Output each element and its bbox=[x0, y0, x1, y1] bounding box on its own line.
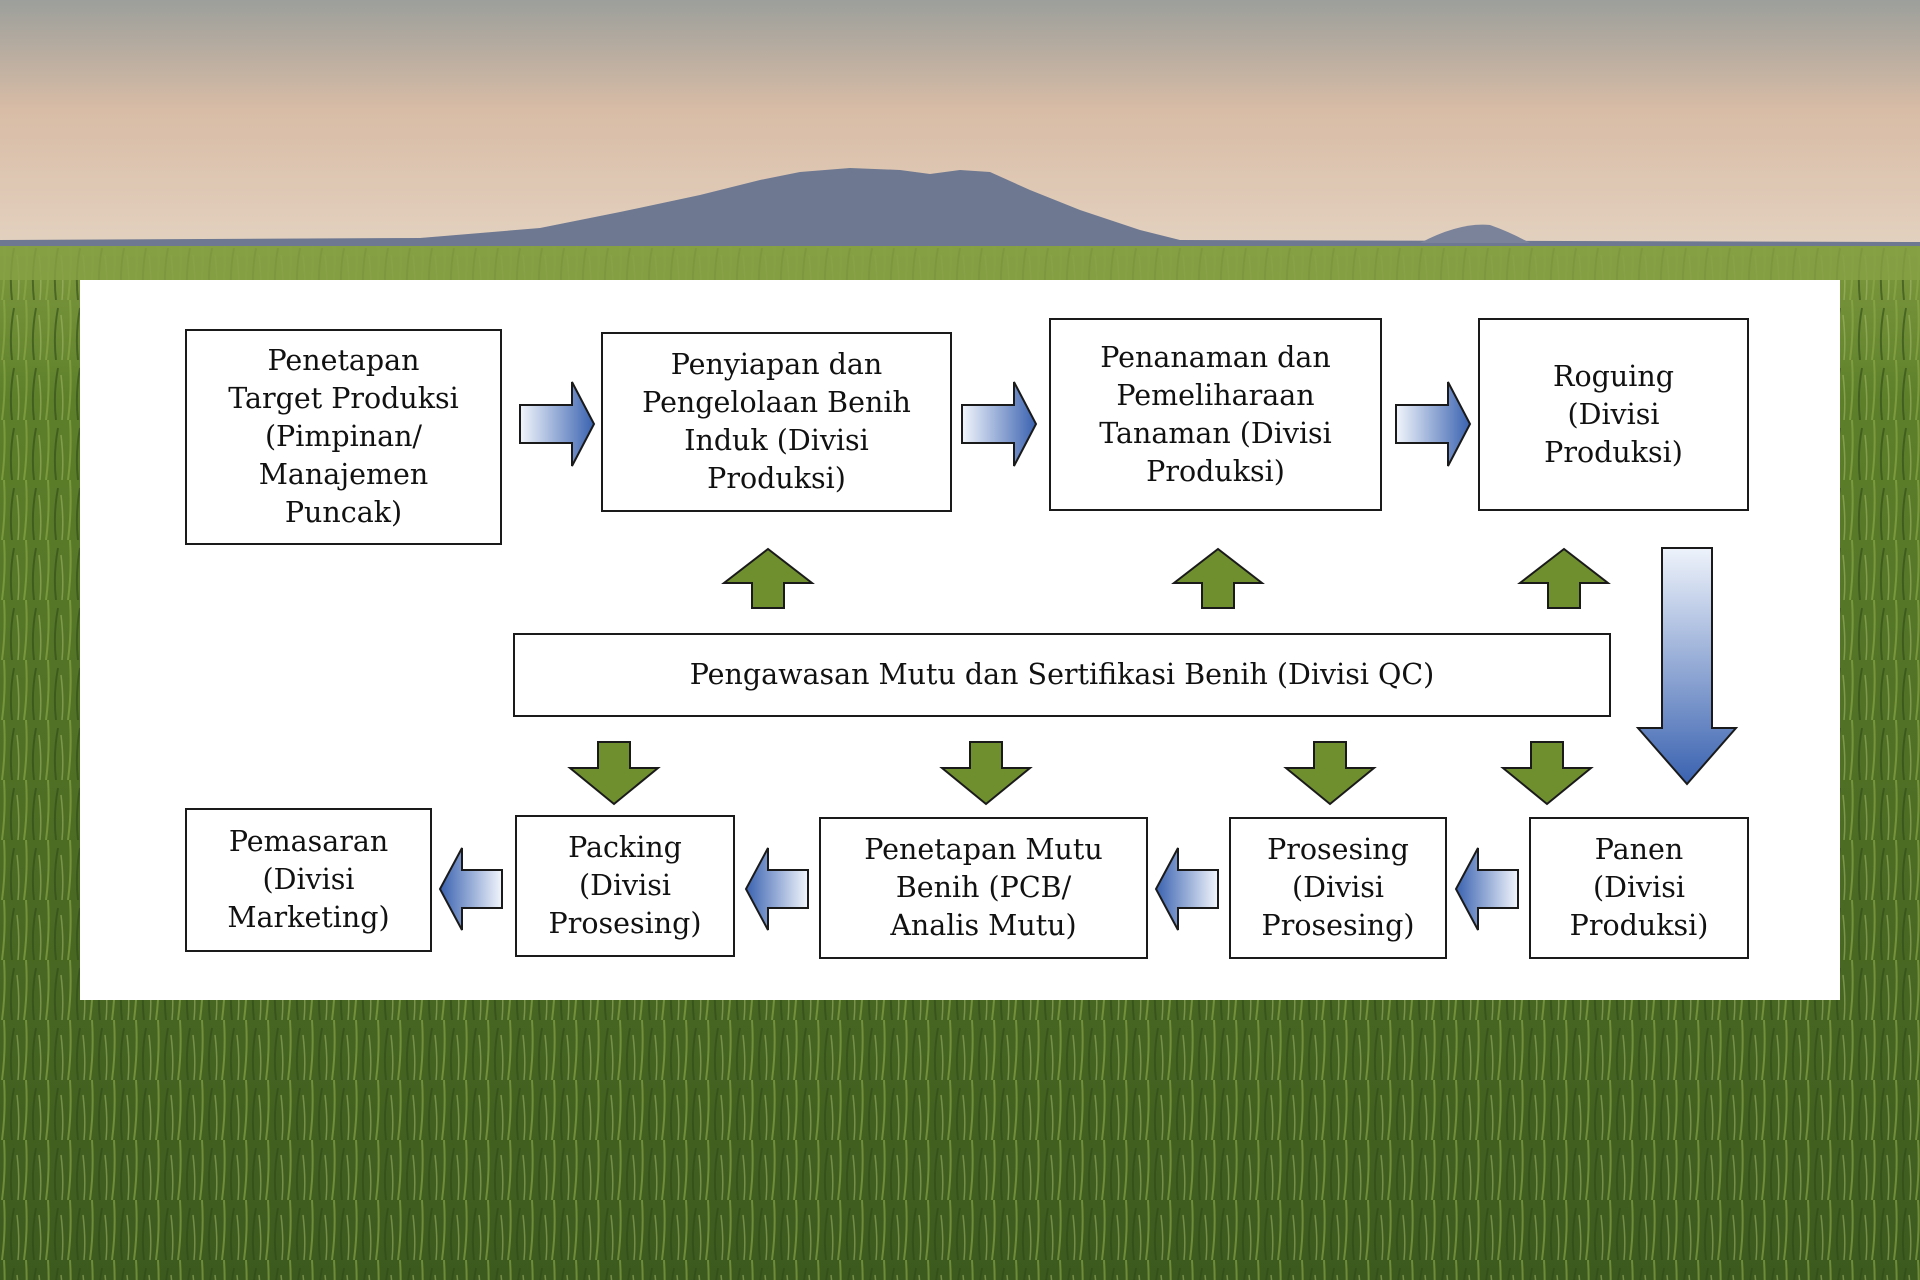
node-pengawasan-mutu-qc: Pengawasan Mutu dan Sertifikasi Benih (D… bbox=[513, 633, 1611, 717]
